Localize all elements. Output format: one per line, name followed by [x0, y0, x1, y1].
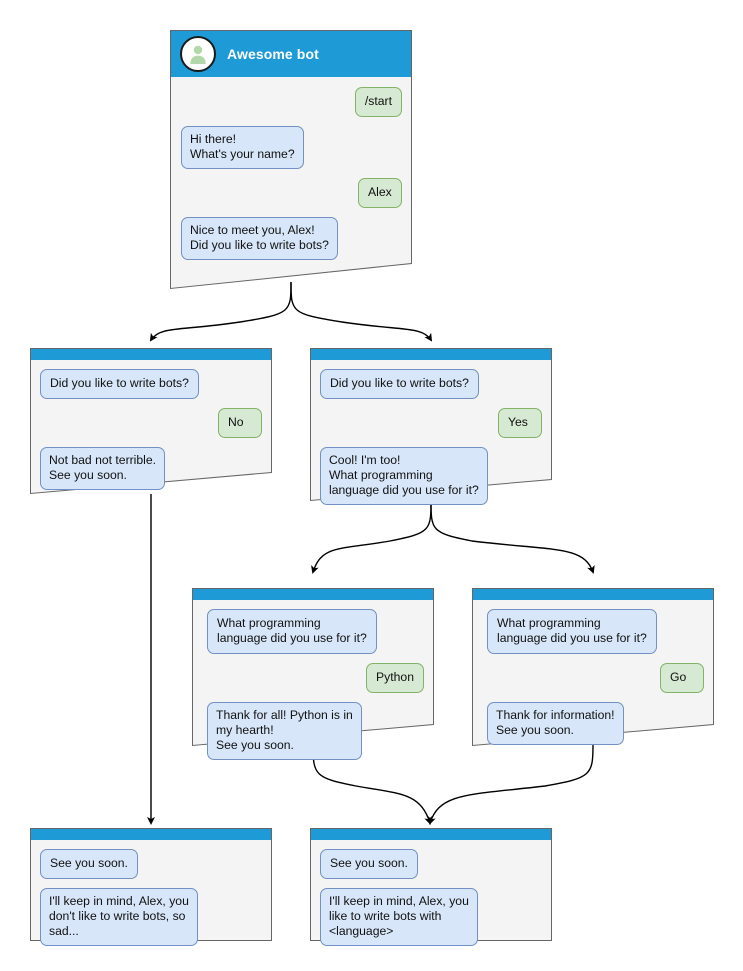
message-row: Nice to meet you, Alex! Did you like to … [181, 217, 402, 260]
message-row: Did you like to write bots? [40, 369, 262, 399]
no-branch-chat: Did you like to write bots? No Not bad n… [30, 360, 272, 499]
yes-branch-chat: Did you like to write bots? Yes Cool! I'… [310, 360, 552, 514]
bot-bubble[interactable]: Not bad not terrible. See you soon. [40, 447, 166, 490]
user-bubble[interactable]: Alex [358, 178, 402, 208]
message-row: Alex [181, 178, 402, 208]
node-end-sad[interactable]: See you soon. I'll keep in mind, Alex, y… [30, 828, 272, 946]
bot-bubble[interactable]: Did you like to write bots? [320, 369, 479, 399]
node-root[interactable]: Awesome bot /start Hi there! What's your… [170, 30, 412, 292]
user-bubble[interactable]: /start [354, 87, 402, 117]
node-python-branch[interactable]: What programming language did you use fo… [192, 588, 434, 760]
user-bubble[interactable]: Python [366, 663, 424, 693]
node-go-branch[interactable]: What programming language did you use fo… [472, 588, 714, 748]
bot-bubble[interactable]: See you soon. [320, 849, 418, 879]
bot-bubble[interactable]: See you soon. [40, 849, 138, 879]
user-bubble[interactable]: No [218, 408, 262, 438]
message-row: What programming language did you use fo… [207, 609, 424, 654]
message-row: Cool! I'm too! What programming language… [320, 447, 542, 505]
message-row: I'll keep in mind, Alex, you don't like … [40, 888, 262, 946]
node-no-branch[interactable]: Did you like to write bots? No Not bad n… [30, 348, 272, 496]
bot-bubble[interactable]: I'll keep in mind, Alex, you don't like … [40, 888, 198, 946]
root-chat: /start Hi there! What's your name? Alex … [170, 78, 412, 269]
bot-bubble[interactable]: Nice to meet you, Alex! Did you like to … [181, 217, 338, 260]
bot-bubble[interactable]: Thank for information! See you soon. [487, 702, 624, 745]
user-bubble[interactable]: Yes [498, 408, 542, 438]
message-row: See you soon. [40, 849, 262, 879]
person-avatar-icon [180, 36, 216, 72]
node-yes-branch[interactable]: Did you like to write bots? Yes Cool! I'… [310, 348, 552, 505]
end-sad-chat: See you soon. I'll keep in mind, Alex, y… [30, 840, 272, 955]
message-row: See you soon. [320, 849, 542, 879]
message-row: Not bad not terrible. See you soon. [40, 447, 262, 490]
message-row: I'll keep in mind, Alex, you like to wri… [320, 888, 542, 946]
message-row: Thank for all! Python is in my hearth! S… [207, 702, 424, 760]
bot-title: Awesome bot [227, 46, 319, 62]
bot-bubble[interactable]: Thank for all! Python is in my hearth! S… [207, 702, 362, 760]
message-row: Did you like to write bots? [320, 369, 542, 399]
message-row: What programming language did you use fo… [487, 609, 704, 654]
message-row: Go [487, 663, 704, 693]
message-row: /start [181, 87, 402, 117]
go-branch-chat: What programming language did you use fo… [472, 600, 714, 754]
python-branch-chat: What programming language did you use fo… [192, 600, 434, 769]
root-titlebar: Awesome bot [171, 31, 411, 77]
message-row: Hi there! What's your name? [181, 126, 402, 169]
bot-bubble[interactable]: What programming language did you use fo… [207, 609, 377, 654]
edge-go-to-end-happy [428, 744, 594, 825]
message-row: Yes [320, 408, 542, 438]
end-happy-chat: See you soon. I'll keep in mind, Alex, y… [310, 840, 552, 955]
bot-bubble[interactable]: What programming language did you use fo… [487, 609, 657, 654]
bot-bubble[interactable]: I'll keep in mind, Alex, you like to wri… [320, 888, 478, 946]
node-end-happy[interactable]: See you soon. I'll keep in mind, Alex, y… [310, 828, 552, 946]
bot-bubble[interactable]: Cool! I'm too! What programming language… [320, 447, 488, 505]
message-row: No [40, 408, 262, 438]
user-bubble[interactable]: Go [660, 663, 704, 693]
bot-bubble[interactable]: Hi there! What's your name? [181, 126, 304, 169]
message-row: Thank for information! See you soon. [487, 702, 704, 745]
bot-bubble[interactable]: Did you like to write bots? [40, 369, 199, 399]
message-row: Python [207, 663, 424, 693]
